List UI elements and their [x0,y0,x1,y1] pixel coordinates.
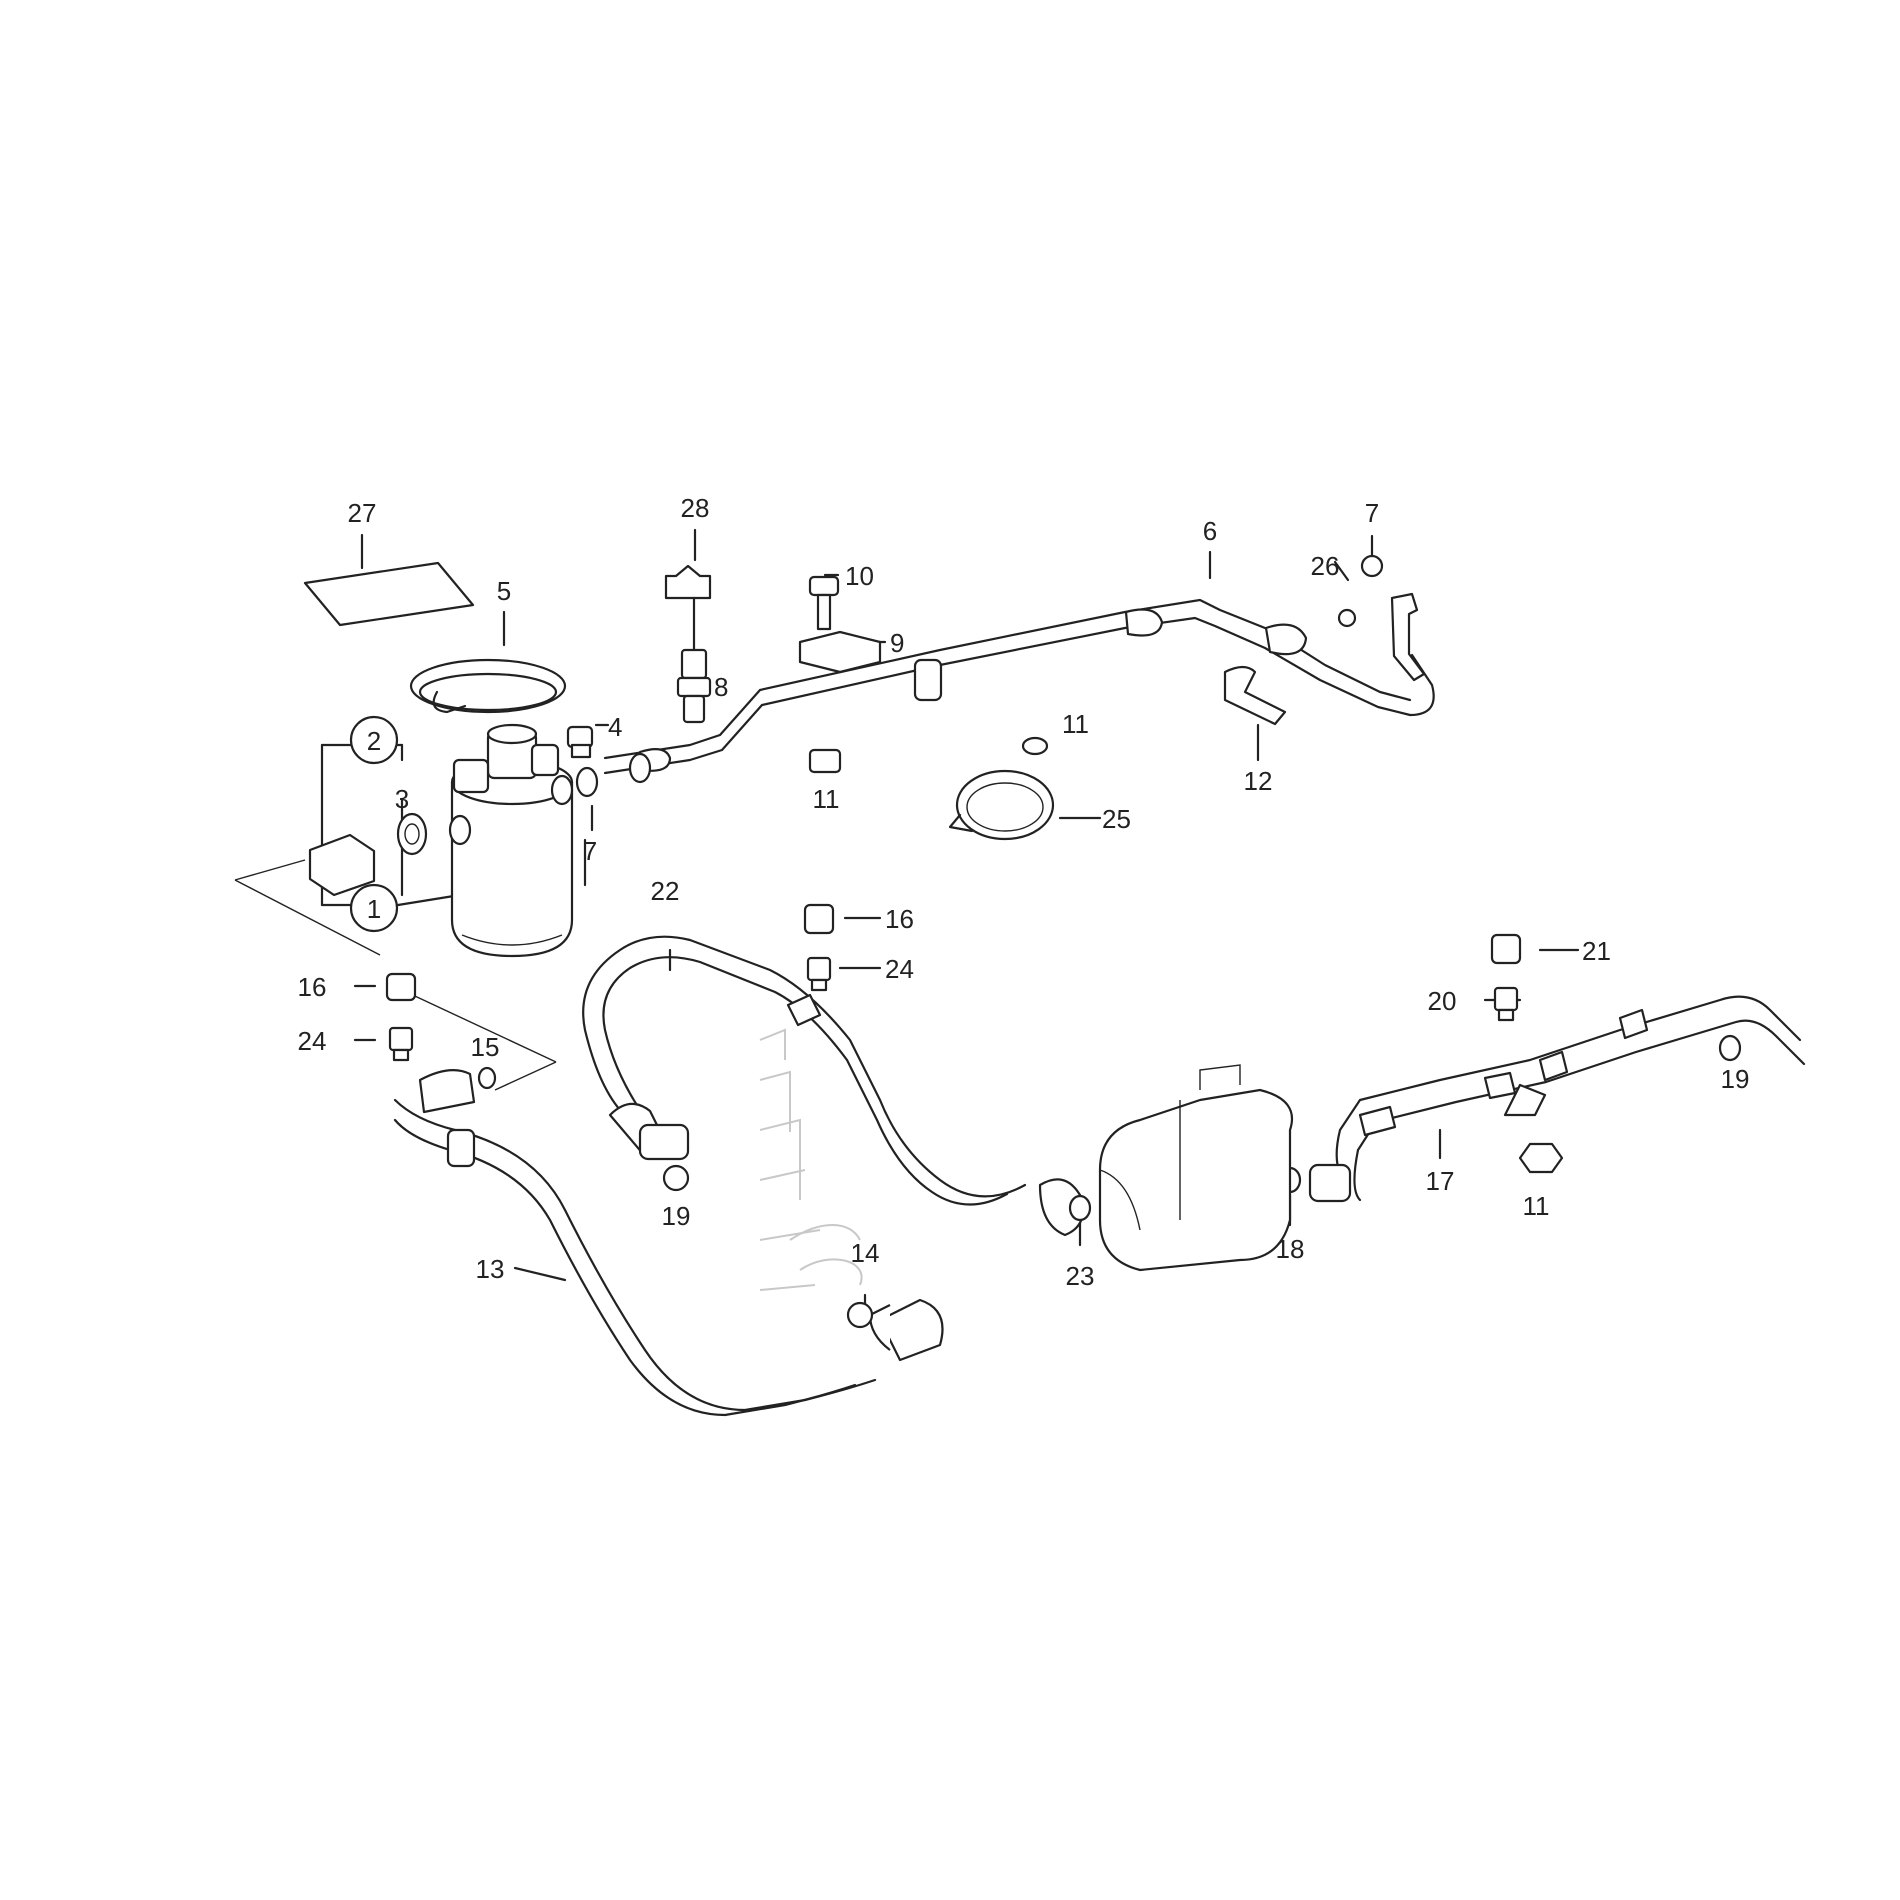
callout-25: 25 [1102,804,1131,834]
receiver-drier [448,723,574,958]
callout-23: 23 [1066,1261,1095,1291]
callout-6: 6 [1203,516,1217,546]
callout-16-middle: 16 [885,904,914,934]
hose-clamp [948,769,1055,841]
plug-fitting [566,725,594,759]
washer-23 [1068,1194,1092,1222]
callout-labels: 27 28 10 9 8 5 4 2 3 1 7 6 26 7 11 11 12… [298,493,1750,1291]
service-valve-left [385,972,417,1062]
callout-21: 21 [1582,936,1611,966]
callout-19-right: 19 [1721,1064,1750,1094]
washer-19 [662,1164,690,1192]
callout-22: 22 [651,876,680,906]
callout-7-right: 7 [1365,498,1379,528]
valve-fitting-group [308,715,428,933]
service-valve-right [1490,933,1522,1022]
callout-15: 15 [471,1032,500,1062]
callout-19-middle: 19 [662,1201,691,1231]
washer-15 [477,1066,497,1090]
callout-27: 27 [348,498,377,528]
callout-10: 10 [845,561,874,591]
callout-2: 2 [367,726,381,756]
pipe-line-right [1308,995,1806,1203]
pressure-switch [664,564,712,724]
callout-11-lower: 11 [813,784,840,814]
callout-9: 9 [890,628,904,658]
ghost-outline [759,1028,863,1291]
hose-22 [582,935,1084,1237]
callout-5: 5 [497,576,511,606]
pipe-line-upper [603,598,1412,784]
bolt-and-clip [798,575,882,674]
callout-7-left: 7 [583,836,597,866]
callout-18: 18 [1276,1234,1305,1264]
label-sheet [303,561,475,627]
band-clamp [409,658,567,714]
callout-11-right: 11 [1523,1191,1550,1221]
pipe-clip [1223,665,1287,726]
callout-12: 12 [1244,766,1273,796]
callout-26: 26 [1311,551,1340,581]
mount-bracket [1337,554,1435,717]
callout-3: 3 [395,784,409,814]
callout-17: 17 [1426,1166,1455,1196]
callout-16-left: 16 [298,972,327,1002]
callout-20: 20 [1428,986,1457,1016]
callout-1: 1 [367,894,381,924]
callout-4: 4 [608,712,622,742]
service-valve-middle [803,903,835,992]
nut-11 [1518,1142,1564,1174]
nut-washers [808,736,1049,774]
callout-24-left: 24 [298,1026,327,1056]
hose-13 [393,1069,944,1417]
callout-8: 8 [714,672,728,702]
callout-14: 14 [851,1238,880,1268]
leader-lines [234,528,1580,1322]
callout-28: 28 [681,493,710,523]
callout-13: 13 [476,1254,505,1284]
washer-14 [846,1301,874,1329]
callout-11-upper: 11 [1062,709,1089,739]
callout-24-middle: 24 [885,954,914,984]
compressor [1098,1064,1294,1272]
washer [575,766,599,798]
